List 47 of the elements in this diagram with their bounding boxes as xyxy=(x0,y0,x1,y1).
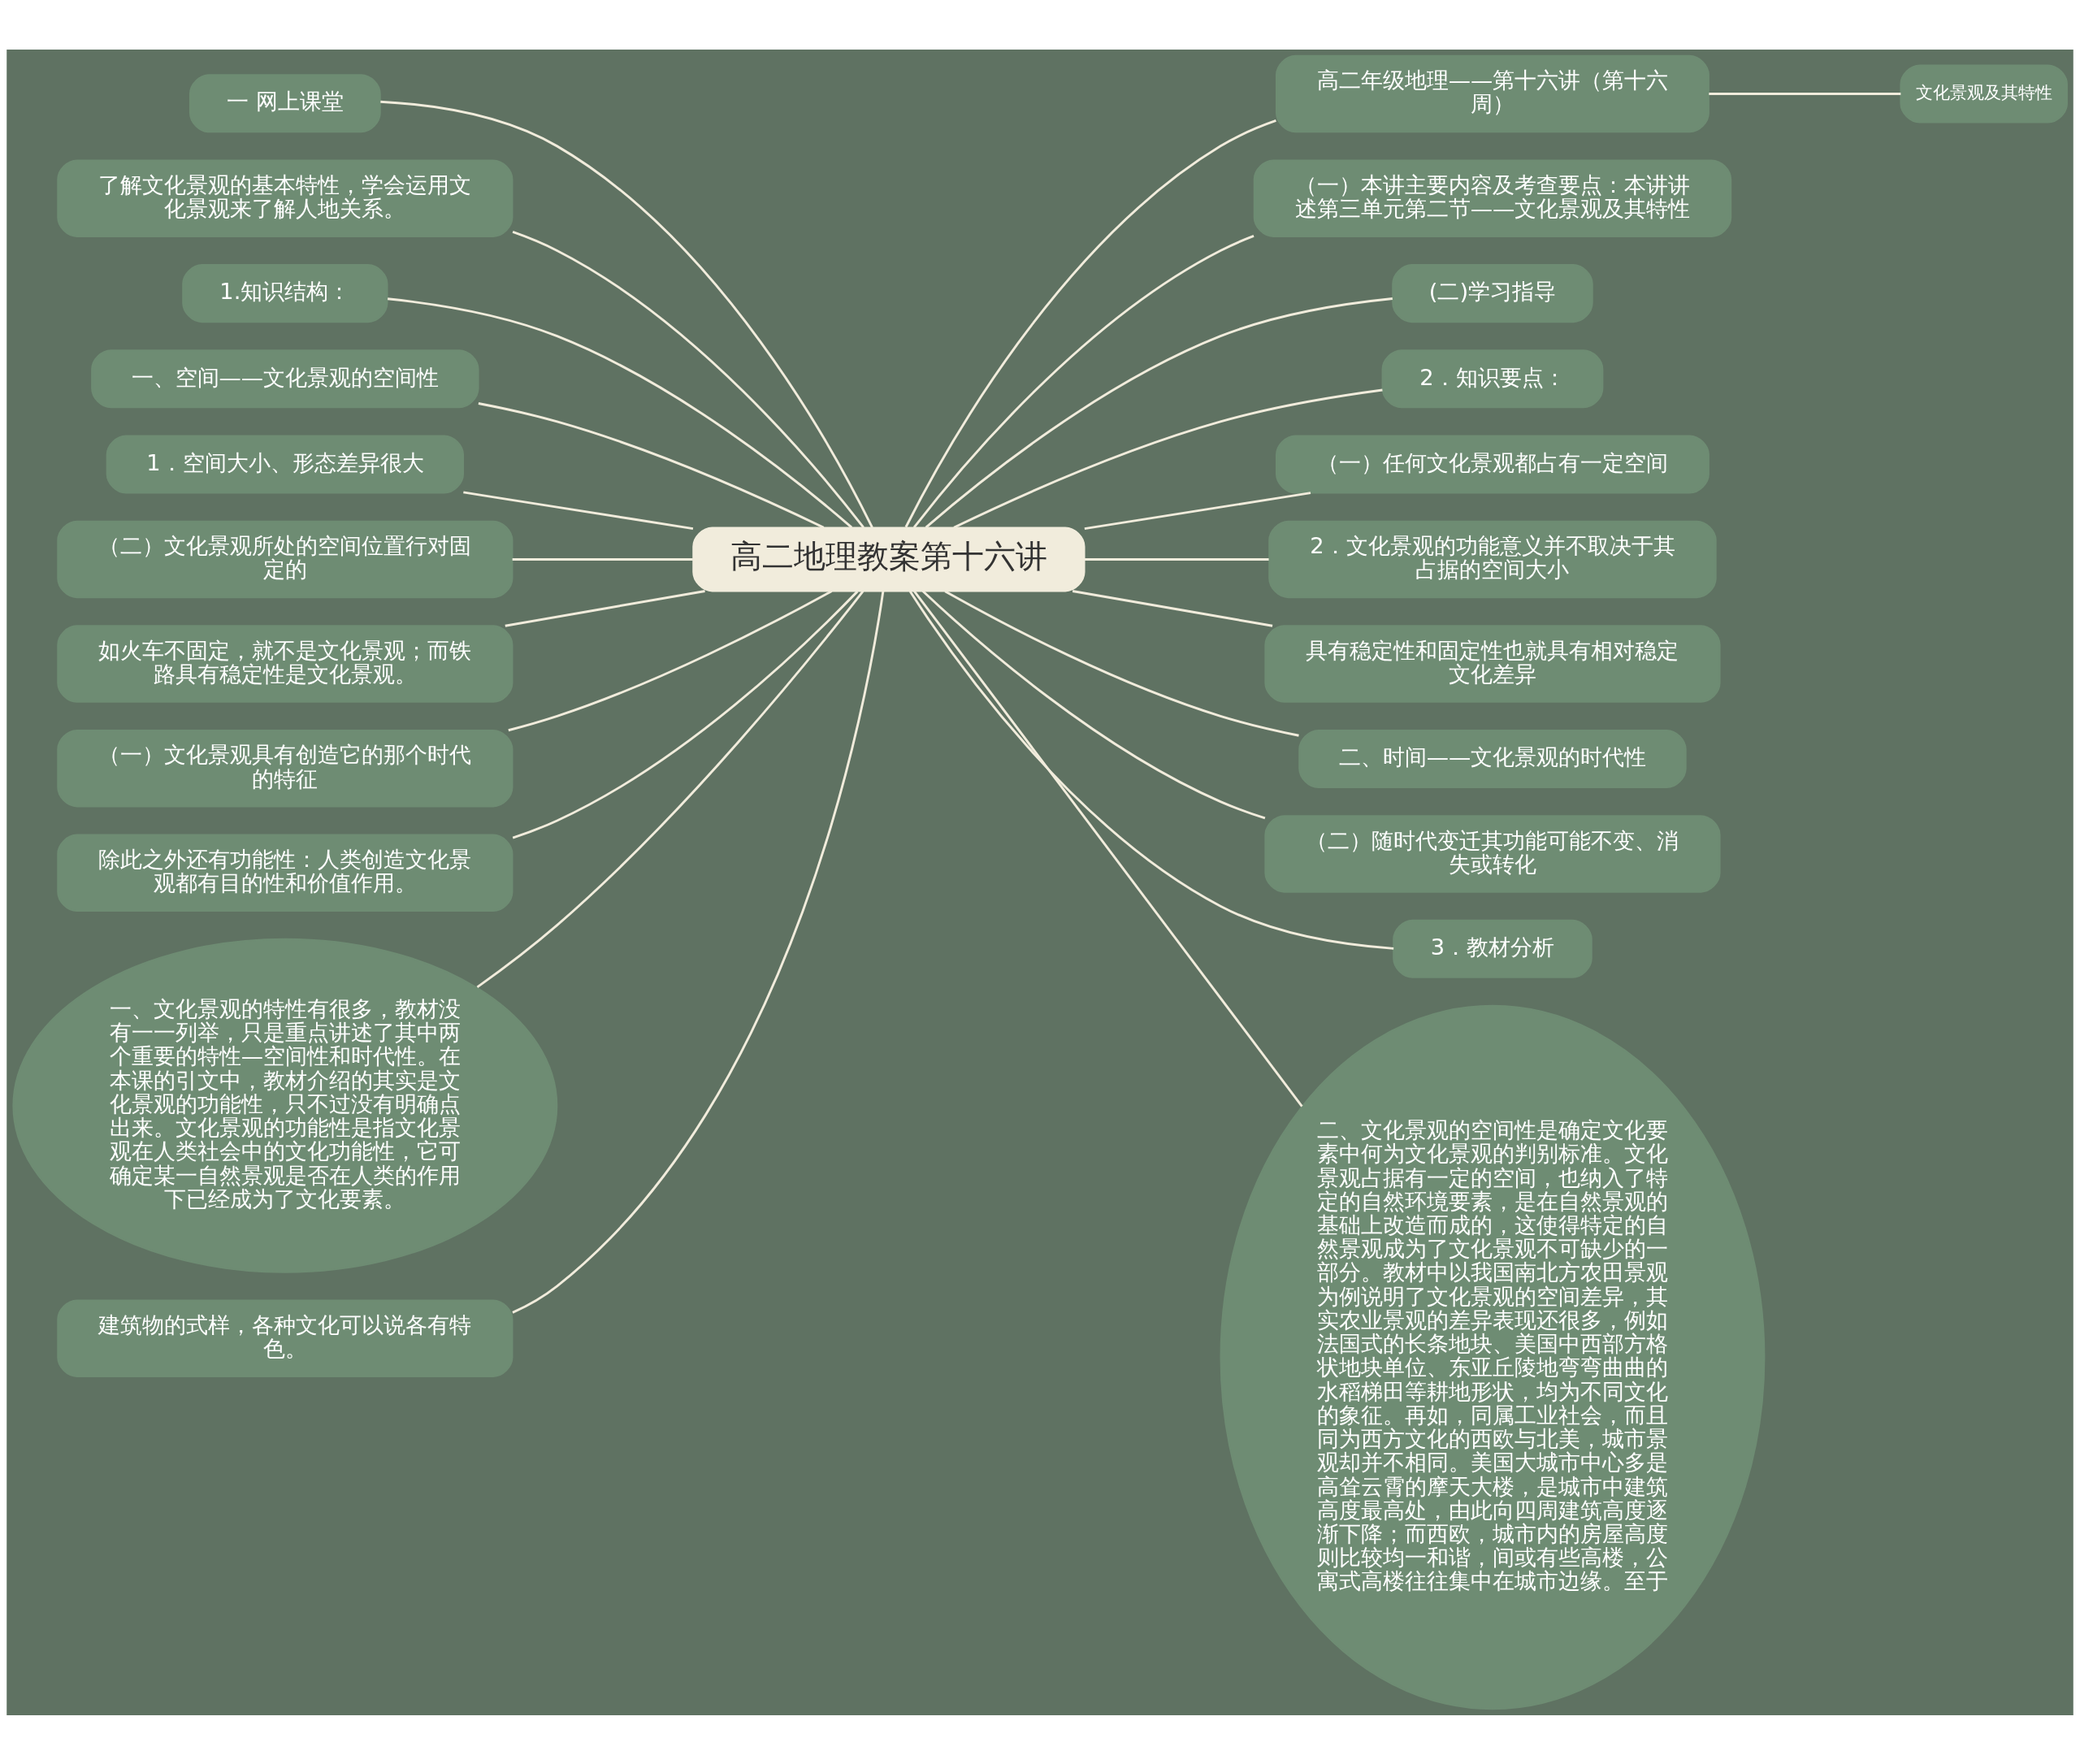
node-box: 如火车不固定，就不是文化景观；而铁路具有稳定性是文化景观。 xyxy=(57,624,514,703)
node-box: 一 网上课堂 xyxy=(188,73,381,132)
connector xyxy=(380,100,873,528)
node-box: 高二地理教案第十六讲 xyxy=(692,527,1086,592)
node-box: 一、空间——文化景观的空间性 xyxy=(91,349,479,408)
connector xyxy=(1084,491,1311,530)
connector xyxy=(912,234,1254,528)
node-box: 二、时间——文化景观的时代性 xyxy=(1298,729,1687,788)
connector xyxy=(505,589,705,627)
node-box: 建筑物的式样，各种文化可以说各有特色。 xyxy=(57,1298,514,1377)
node-box: 文化景观及其特性 xyxy=(1900,64,2068,124)
node-box: 除此之外还有功能性：人类创造文化景观都有目的性和价值作用。 xyxy=(57,834,514,912)
connector xyxy=(478,401,825,529)
node-box: 3．教材分析 xyxy=(1393,919,1592,978)
node-box: 具有稳定性和固定性也就具有相对稳定文化差异 xyxy=(1264,624,1721,703)
node-box: 了解文化景观的基本特性，学会运用文化景观来了解人地关系。 xyxy=(57,158,514,237)
node-box: （一）任何文化景观都占有一定空间 xyxy=(1276,435,1710,494)
connector xyxy=(1072,589,1273,627)
connector xyxy=(908,590,1394,950)
node-box: （二）随时代变迁其功能可能不变、消失或转化 xyxy=(1264,814,1721,893)
node-ellipse: 二、文化景观的空间性是确定文化要素中何为文化景观的判别标准。文化景观占据有一定的空间，也纳入了特定的自然环境要素，是在自然景观的基础上改造而成的，这使得特定的自然景观成为了文化景观不可缺少的一部分。教材中以我国南北方农田景观为例说明了文化景观的空间差异，其实农业景观的差异表现还很多，例如法国式的长条地块、美国中西部方格状地块单位、东亚丘陵地弯弯曲曲的水稻梯田等耕地形状，均为不同文化的象征。再如，同属工业社会，而且同为西方文化的西欧与北美，城市景观却并不相同。美国大城市中心多是高耸云霄的摩天大楼，是城市中建筑高度最高处，由此向四周建筑高度逐渐下降；而西欧，城市内的房屋高度则比较均一和谐，间或有些高楼，公寓式高楼往往集中在城市边缘。至于 xyxy=(1220,1004,1766,1710)
node-box: （一）文化景观具有创造它的那个时代的特征 xyxy=(57,729,514,807)
connector xyxy=(953,388,1383,529)
connector xyxy=(921,589,1266,819)
node-ellipse: 一、文化景观的特性有很多，教材没有一一列举，只是重点讲述了其中两个重要的特性—空间性和时代性。在本课的引文中，教材介绍的其实是文化景观的功能性，只不过没有明确点出来。文化景观的功能性是指文化景观在人类社会中的文化功能性，它可确定某一自然景观是否在人类的作用下已经成为了文化要素。 xyxy=(12,938,558,1273)
connector xyxy=(913,590,1303,1107)
connector xyxy=(387,297,853,528)
node-box: （一）本讲主要内容及考查要点：本讲讲述第三单元第二节——文化景观及其特性 xyxy=(1253,158,1732,237)
connector xyxy=(476,590,864,988)
connector xyxy=(925,297,1393,528)
node-box: 1．空间大小、形态差异很大 xyxy=(106,435,465,494)
node-box: 1.知识结构： xyxy=(182,263,388,323)
connector xyxy=(512,590,859,839)
node-box: (二)学习指导 xyxy=(1392,263,1593,323)
node-box: 2．知识要点： xyxy=(1381,349,1604,408)
node-box: 2．文化景观的功能意义并不取决于其占据的空间大小 xyxy=(1268,520,1717,598)
connector xyxy=(1084,557,1269,561)
connector xyxy=(1709,92,1901,95)
connector xyxy=(512,557,693,561)
node-box: 高二年级地理——第十六讲（第十六周） xyxy=(1276,54,1710,132)
connector xyxy=(508,589,833,731)
connector xyxy=(512,230,864,528)
connector xyxy=(944,590,1299,737)
node-box: （二）文化景观所处的空间位置行对固定的 xyxy=(57,520,514,598)
connector xyxy=(463,490,694,530)
connector xyxy=(512,590,885,1314)
connector xyxy=(904,119,1276,527)
